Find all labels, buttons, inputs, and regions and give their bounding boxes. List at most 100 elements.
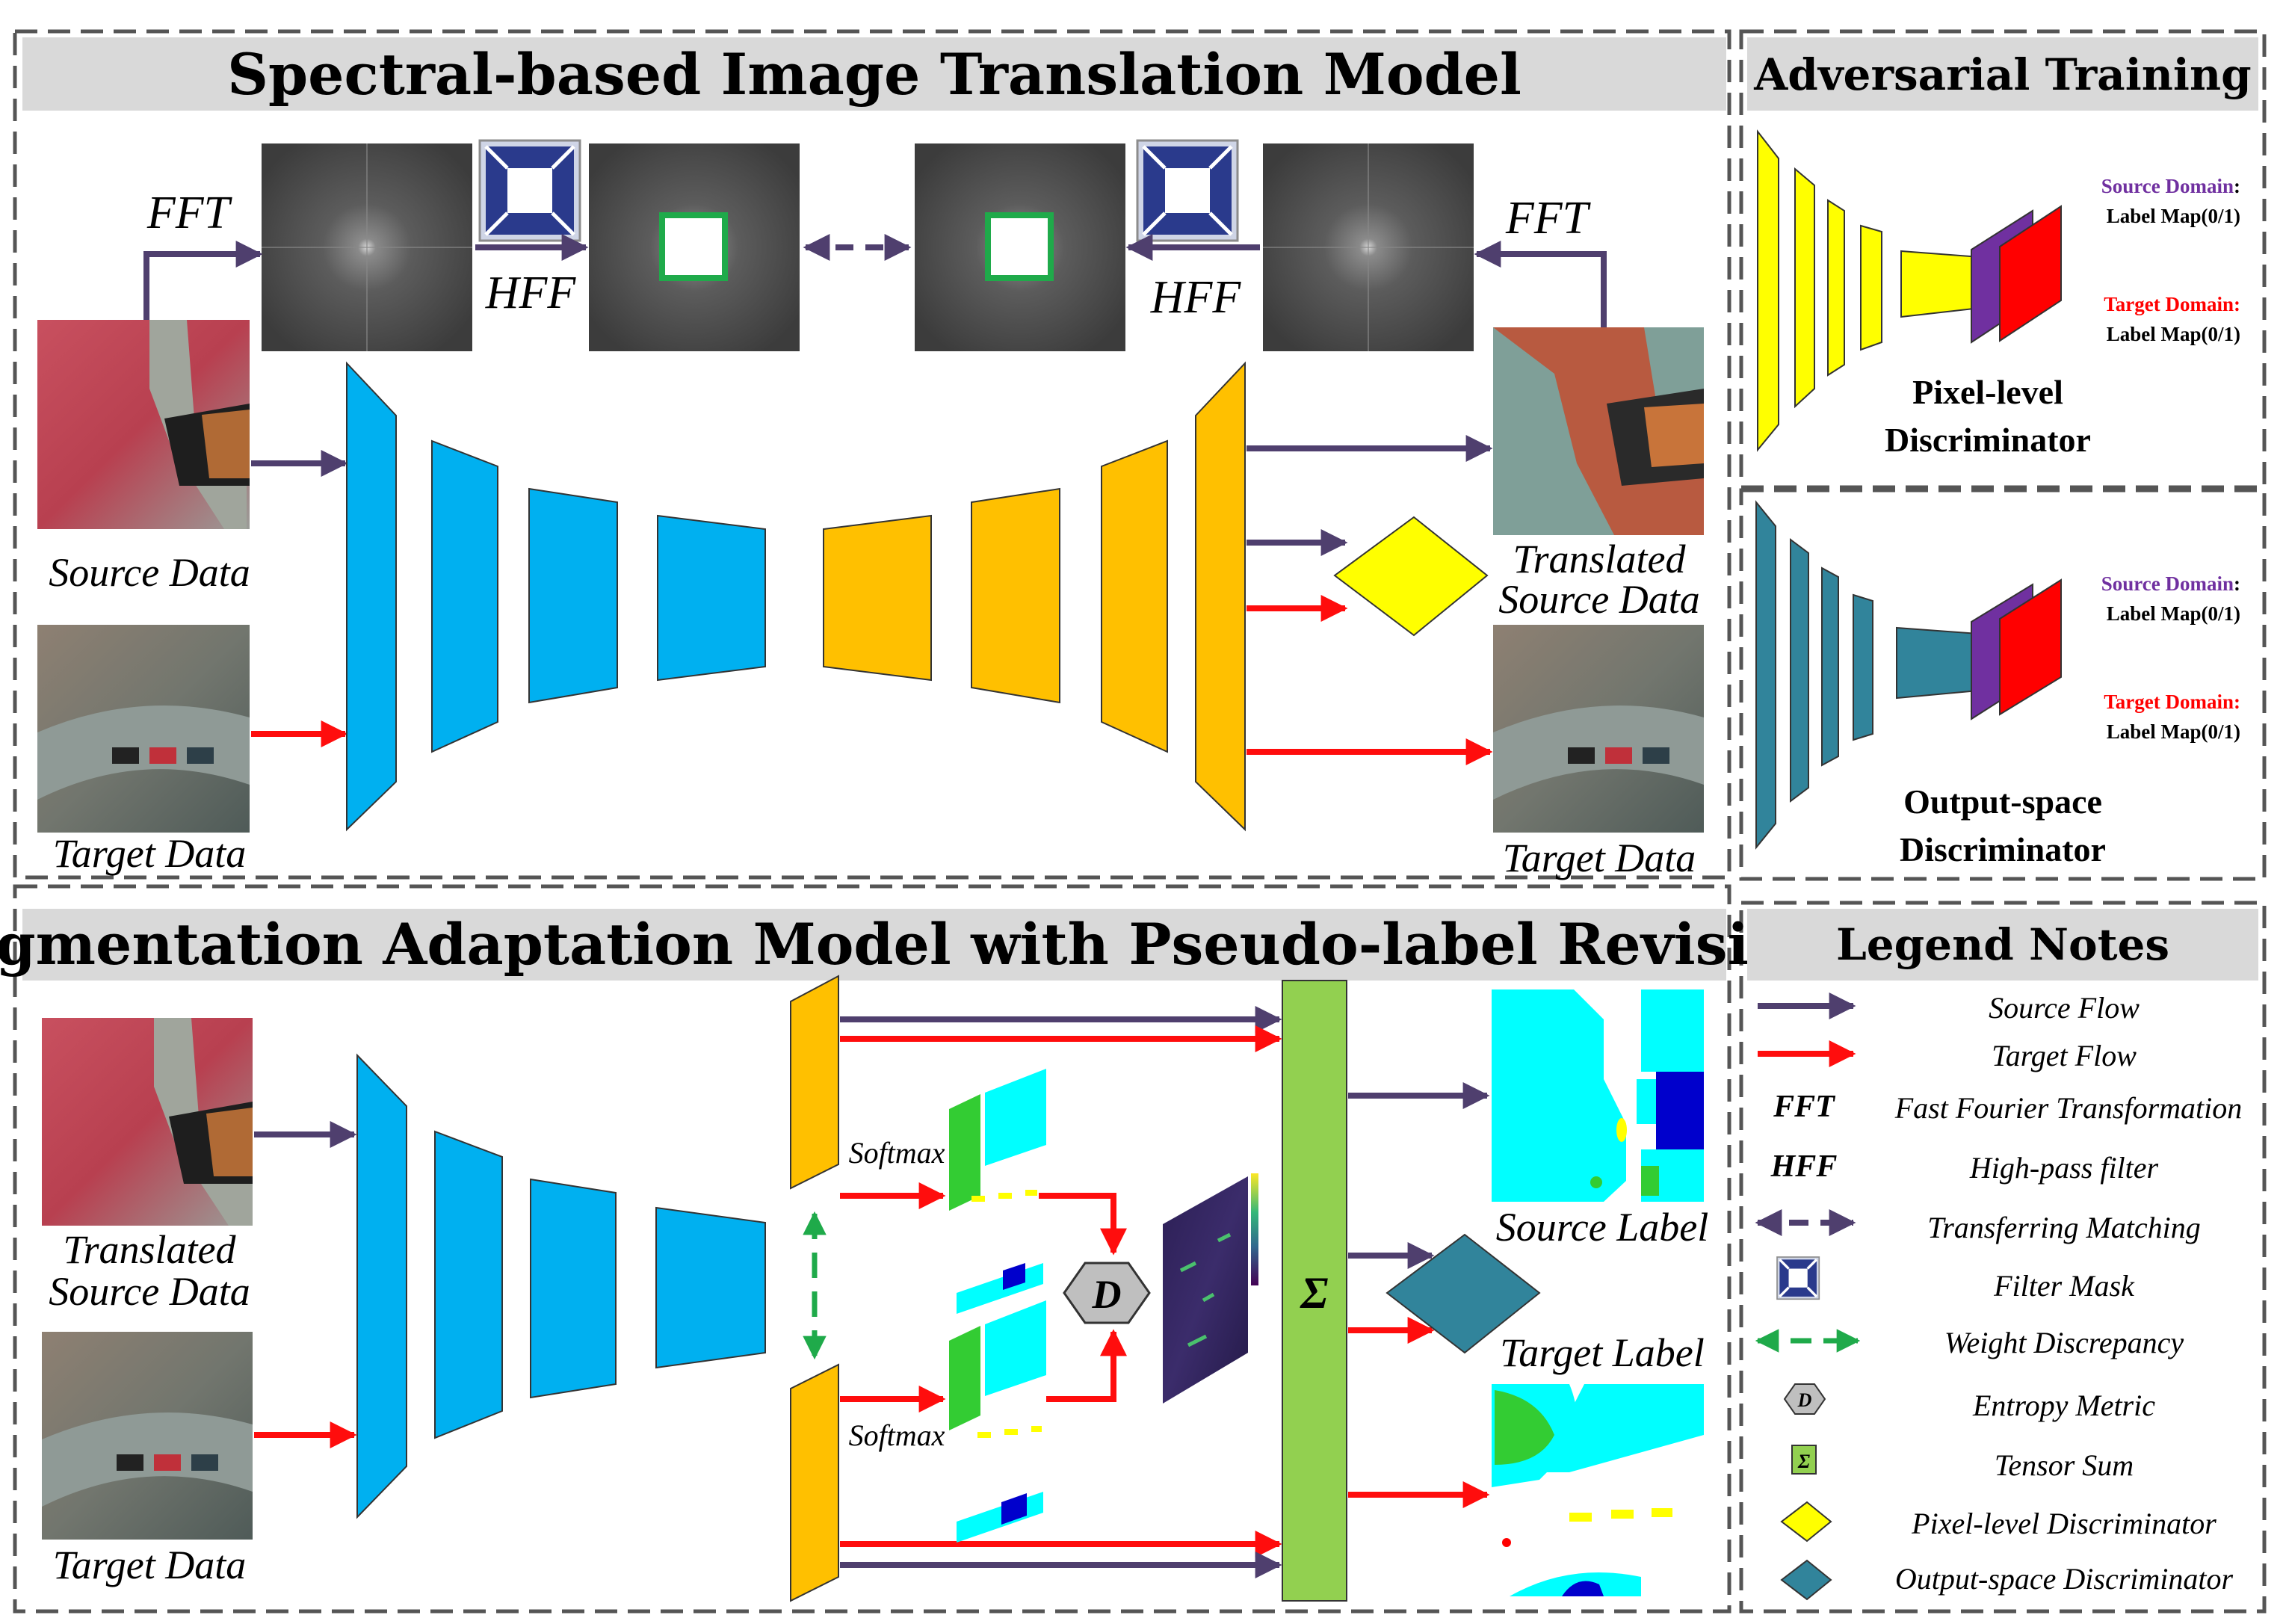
legend-label-tensor-sum: Tensor Sum — [1995, 1448, 2134, 1482]
legend-header — [1747, 909, 2258, 981]
softmax-label-top: Softmax — [849, 1136, 945, 1170]
legend-key-hff: HFF — [1770, 1149, 1838, 1184]
target-label-map — [1492, 1384, 1704, 1596]
translation-title: Spectral-based Image Translation Model — [227, 41, 1522, 108]
pixel-source-label-map: Label Map(0/1) — [2107, 205, 2240, 227]
output-target-domain-label: Target Domain: — [2104, 691, 2240, 713]
translation-panel-frame — [13, 29, 1731, 880]
target-image — [42, 1332, 253, 1540]
legend-title: Legend Notes — [1836, 919, 2169, 970]
adversarial-title: Adversarial Training — [1753, 49, 2251, 100]
legend-entropy-symbol: D — [1797, 1389, 1812, 1411]
legend-label-source-flow: Source Flow — [1989, 991, 2140, 1025]
spectrum-target — [1263, 143, 1474, 351]
legend-label-target-flow: Target Flow — [1992, 1039, 2137, 1072]
pixel-disc-diamond — [1333, 516, 1489, 637]
legend-key-fft: FFT — [1773, 1090, 1836, 1124]
segmentation-panel-frame — [13, 884, 1731, 1614]
output-source-label-map: Label Map(0/1) — [2107, 602, 2240, 625]
pixel-disc-panel-frame — [1739, 29, 2267, 490]
pixel-target-domain-label: Target Domain: — [2104, 293, 2240, 315]
legend-label-weight: Weight Discrepancy — [1944, 1326, 2184, 1359]
to-entropy-arrow-top — [1039, 1193, 1127, 1256]
prediction-stack-top — [949, 1069, 1046, 1314]
legend-label-fft: Fast Fourier Transformation — [1894, 1091, 2243, 1125]
entropy-symbol: D — [1092, 1272, 1122, 1317]
pixel-source-domain-label: Source Domain: — [2101, 175, 2240, 197]
output-disc-name-l2: Discriminator — [1900, 830, 2106, 868]
output-discriminator-network — [1755, 500, 1980, 850]
fft-label-left: FFT — [146, 188, 233, 238]
spectrum-target-filtered — [915, 143, 1125, 351]
tensor-sum-block — [1282, 980, 1347, 1602]
target-label-map-icon — [1999, 205, 2062, 342]
translated-source-image — [42, 1018, 253, 1226]
hff-label-right: HFF — [1150, 272, 1242, 323]
generator-encoder — [346, 361, 766, 832]
legend-sum-symbol: Σ — [1797, 1451, 1810, 1472]
target-image-right — [1493, 625, 1704, 833]
output-disc-name-l1: Output-space — [1903, 782, 2102, 821]
fft-label-right: FFT — [1505, 193, 1592, 244]
segmentation-header — [22, 909, 1726, 981]
tensor-sum-icon — [1791, 1445, 1817, 1475]
target-image-left — [37, 625, 250, 833]
legend-label-pixel-disc: Pixel-level Discriminator — [1911, 1507, 2216, 1540]
target-label-caption: Target Label — [1500, 1330, 1705, 1375]
spectrum-source-filtered — [589, 143, 800, 351]
legend-label-hff: High-pass filter — [1969, 1151, 2159, 1185]
sum-symbol: Σ — [1300, 1268, 1328, 1318]
entropy-metric-hexagon — [1063, 1262, 1151, 1324]
filter-mask-icon — [478, 139, 581, 242]
legend-label-entropy: Entropy Metric — [1972, 1389, 2155, 1422]
target-data-label-left: Target Data — [53, 831, 247, 876]
hexagon-icon — [1783, 1383, 1826, 1415]
translation-header — [22, 37, 1726, 111]
legend-label-filter-mask: Filter Mask — [1993, 1269, 2135, 1303]
translated-source-label-l1: Translated — [1513, 537, 1686, 581]
pixel-disc-name-l2: Discriminator — [1885, 421, 2091, 459]
hff-label-left: HFF — [485, 268, 577, 318]
spectrum-source — [262, 143, 472, 351]
source-image — [37, 320, 250, 529]
source-data-label: Source Data — [49, 550, 250, 595]
generator-decoder — [823, 361, 1246, 832]
yellow-diamond-icon — [1780, 1501, 1832, 1543]
target-data-label: Target Data — [53, 1543, 247, 1587]
translated-source-image — [1493, 327, 1704, 535]
prediction-stack-bottom — [949, 1300, 1046, 1543]
legend-label-transfer: Transferring Matching — [1927, 1211, 2201, 1244]
legend-label-output-disc: Output-space Discriminator — [1895, 1562, 2234, 1596]
pixel-target-label-map: Label Map(0/1) — [2107, 323, 2240, 345]
pixel-discriminator-network — [1757, 129, 1981, 452]
entropy-map — [1163, 1173, 1258, 1404]
adversarial-header — [1747, 37, 2258, 111]
target-label-map-icon — [1999, 578, 2062, 716]
source-label-caption: Source Label — [1496, 1205, 1708, 1250]
target-data-label-right: Target Data — [1503, 836, 1696, 880]
translated-source-label-l2: Source Data — [1498, 577, 1699, 622]
classifier-head-1 — [790, 975, 839, 1190]
pixel-disc-name-l1: Pixel-level — [1912, 373, 2063, 411]
segmentation-title: Segmentation Adaptation Model with Pseud… — [0, 911, 1830, 978]
to-entropy-arrow-bottom — [1046, 1329, 1127, 1402]
output-target-label-map: Label Map(0/1) — [2107, 720, 2240, 743]
fft-arrow-left — [143, 241, 263, 320]
filter-mask-icon — [1776, 1256, 1820, 1300]
classifier-heads — [790, 975, 839, 1602]
source-label-map — [1492, 989, 1704, 1202]
panel-frames — [13, 29, 2267, 1614]
output-disc-panel-frame — [1739, 488, 2267, 881]
teal-diamond-icon — [1780, 1559, 1832, 1601]
legend: FFT HFF D Σ Source Flow Target Flow Fast… — [1755, 991, 2243, 1601]
translated-source-label-l1: Translated — [63, 1227, 236, 1272]
segmentation-encoder — [356, 1053, 766, 1519]
fft-arrow-right — [1474, 241, 1607, 327]
filter-mask-icon — [1136, 139, 1239, 242]
translated-source-label-l2: Source Data — [49, 1269, 250, 1314]
classifier-head-2 — [790, 1363, 839, 1602]
legend-panel-frame — [1739, 901, 2267, 1614]
output-source-domain-label: Source Domain: — [2101, 572, 2240, 595]
output-disc-diamond — [1385, 1233, 1541, 1354]
